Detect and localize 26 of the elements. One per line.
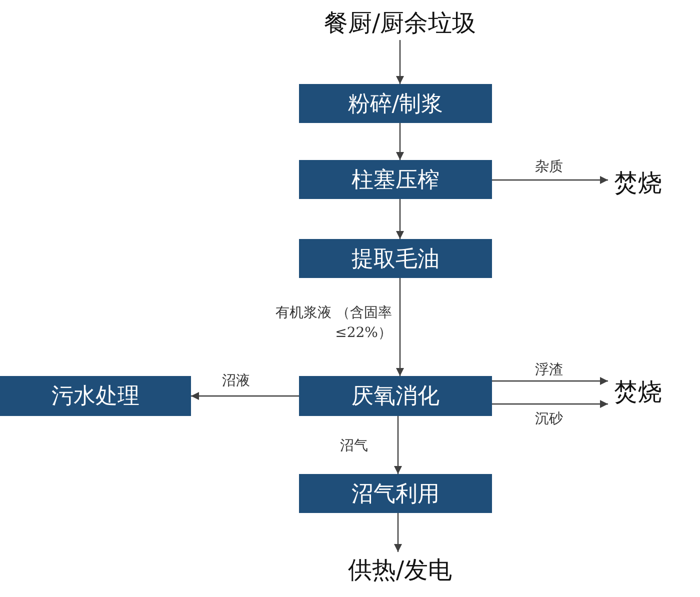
- arrow: [191, 392, 299, 400]
- edge-label: 浮渣: [535, 361, 563, 379]
- edge-label: 杂质: [535, 158, 563, 176]
- edge-label: 沼液: [222, 372, 250, 390]
- process-box: 污水处理: [0, 376, 191, 416]
- node-text: 焚烧: [614, 377, 662, 408]
- process-box: 粉碎/制浆: [299, 84, 492, 123]
- process-box: 沼气利用: [299, 474, 492, 513]
- edge-label: 有机浆液 （含固率≤22%）: [274, 304, 392, 343]
- process-box: 厌氧消化: [299, 376, 492, 416]
- arrow: [396, 123, 404, 160]
- arrow: [396, 199, 404, 239]
- arrow: [396, 278, 404, 376]
- node-text: 焚烧: [614, 168, 662, 199]
- node-text: 餐厨/厨余垃圾: [324, 8, 476, 39]
- edge-label: 沼气: [340, 437, 368, 455]
- edge-label: 沉砂: [535, 410, 563, 428]
- arrow: [492, 400, 608, 408]
- process-box: 柱塞压榨: [299, 160, 492, 199]
- arrow: [396, 40, 404, 84]
- arrow: [492, 176, 608, 184]
- arrow: [394, 513, 402, 552]
- node-text: 供热/发电: [348, 555, 452, 586]
- arrow: [492, 377, 608, 385]
- arrow: [394, 416, 402, 474]
- process-box: 提取毛油: [299, 239, 492, 278]
